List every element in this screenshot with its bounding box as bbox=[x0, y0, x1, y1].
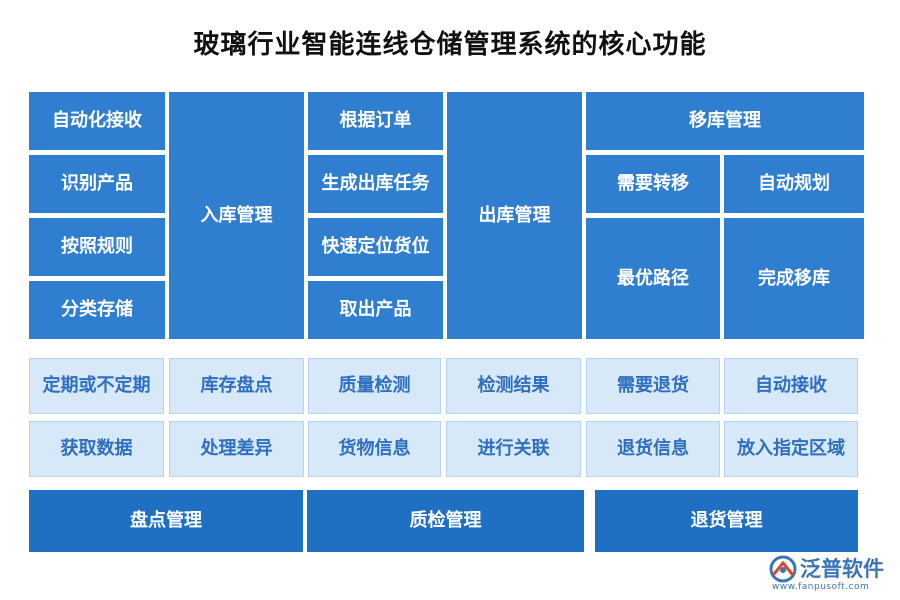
quality-step-1: 质量检测 bbox=[308, 358, 441, 414]
quality-group: 质检管理 bbox=[307, 490, 584, 552]
returns-step-4: 放入指定区域 bbox=[724, 421, 858, 477]
outbound-step-2: 生成出库任务 bbox=[308, 155, 443, 213]
returns-step-3: 退货信息 bbox=[586, 421, 720, 477]
inbound-step-4: 分类存储 bbox=[29, 281, 165, 339]
inbound-step-2: 识别产品 bbox=[29, 155, 165, 213]
outbound-step-1: 根据订单 bbox=[308, 92, 443, 150]
returns-step-2: 自动接收 bbox=[724, 358, 858, 414]
returns-group: 退货管理 bbox=[595, 490, 858, 552]
returns-step-1: 需要退货 bbox=[586, 358, 720, 414]
inbound-group: 入库管理 bbox=[169, 92, 304, 339]
transfer-group: 移库管理 bbox=[586, 92, 864, 150]
inventory-step-4: 处理差异 bbox=[169, 421, 304, 477]
quality-step-2: 检测结果 bbox=[446, 358, 581, 414]
outbound-group: 出库管理 bbox=[447, 92, 582, 339]
brand-logo: 泛普软件 www.fanpusoft.com bbox=[768, 552, 892, 596]
inventory-step-3: 获取数据 bbox=[29, 421, 164, 477]
quality-step-3: 货物信息 bbox=[308, 421, 441, 477]
outbound-step-4: 取出产品 bbox=[308, 281, 443, 339]
quality-step-4: 进行关联 bbox=[446, 421, 581, 477]
outbound-step-3: 快速定位货位 bbox=[308, 218, 443, 276]
page-title: 玻璃行业智能连线仓储管理系统的核心功能 bbox=[193, 30, 707, 60]
inbound-step-3: 按照规则 bbox=[29, 218, 165, 276]
transfer-step-3: 最优路径 bbox=[586, 218, 720, 339]
transfer-step-2: 自动规划 bbox=[724, 155, 864, 213]
inventory-step-1: 定期或不定期 bbox=[29, 358, 164, 414]
inventory-group: 盘点管理 bbox=[29, 490, 303, 552]
logo-name: 泛普软件 bbox=[800, 557, 884, 581]
inbound-step-1: 自动化接收 bbox=[29, 92, 165, 150]
transfer-step-4: 完成移库 bbox=[724, 218, 864, 339]
logo-url: www.fanpusoft.com bbox=[772, 582, 870, 592]
inventory-step-2: 库存盘点 bbox=[169, 358, 304, 414]
transfer-step-1: 需要转移 bbox=[586, 155, 720, 213]
logo-icon bbox=[769, 555, 797, 583]
